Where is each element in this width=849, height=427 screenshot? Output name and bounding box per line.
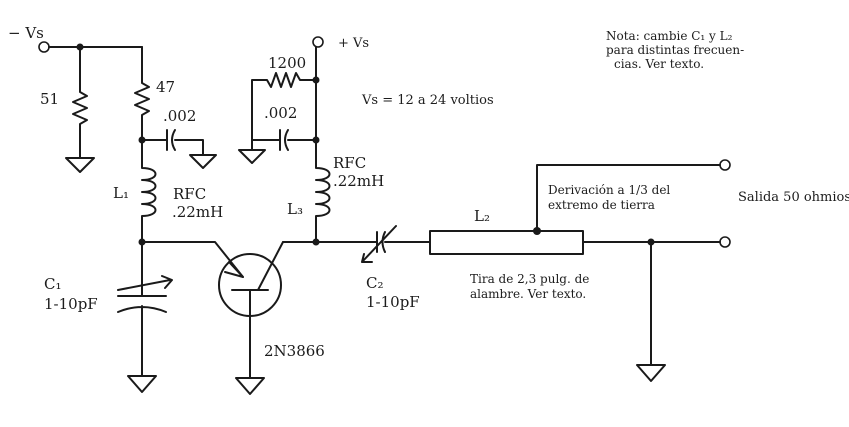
ground-symbol [127, 375, 157, 393]
inductor-l2-strip [429, 230, 584, 255]
resistor-1200 [251, 72, 317, 141]
capacitor-c2-variable [361, 225, 431, 263]
capacitor-002-left [141, 129, 204, 156]
ground-symbol [65, 157, 95, 173]
capacitor-002-left-label: .002 [163, 107, 197, 125]
resistor-47-label: 47 [156, 78, 176, 96]
note-line2: para distintas frecuen- [606, 43, 745, 57]
capacitor-c2-name-label: C₂ [366, 274, 384, 292]
ground-symbol [238, 139, 266, 164]
rfc3-name-label: RFC [333, 154, 367, 172]
capacitor-002-right [251, 129, 317, 151]
inductor-l1 [141, 139, 157, 243]
output-terminal-bottom [719, 236, 731, 248]
rfc3-value-label: .22mH [333, 172, 385, 190]
ground-symbol [189, 154, 217, 169]
output-terminal-top [719, 159, 731, 171]
inductor-l3-label: L₃ [287, 200, 303, 218]
note-line1: Nota: cambie C₁ y L₂ [606, 29, 733, 43]
tap-note-line2: extremo de tierra [548, 198, 655, 212]
rfc1-value-label: .22mH [172, 203, 224, 221]
supply-range-label: Vs = 12 a 24 voltios [362, 93, 494, 108]
capacitor-c1-value-label: 1-10pF [44, 295, 98, 313]
capacitor-c2-value-label: 1-10pF [366, 293, 420, 311]
tap-note-line1: Derivación a 1/3 del [548, 183, 671, 197]
resistor-47 [134, 46, 150, 141]
inductor-l3 [315, 139, 331, 243]
output-label: Salida 50 ohmios [738, 190, 849, 205]
strip-note-line1: Tira de 2,3 pulg. de [470, 272, 590, 286]
strip-note-line2: alambre. Ver texto. [470, 287, 587, 301]
vs-terminal-top [312, 36, 324, 48]
resistor-1200-label: 1200 [268, 54, 307, 72]
rfc1-name-label: RFC [173, 185, 207, 203]
capacitor-c1-variable [117, 275, 173, 377]
transistor-label: 2N3866 [264, 342, 325, 360]
vs-top-label: + Vs [338, 36, 370, 51]
ground-symbol [235, 377, 265, 395]
tap-wire [536, 164, 721, 232]
transistor-body [231, 241, 284, 379]
inductor-l1-label: L₁ [113, 184, 129, 202]
emitter-arrow [224, 261, 244, 278]
emitter-wire [141, 241, 244, 278]
note-line3: cias. Ver texto. [614, 57, 705, 71]
capacitor-002-right-label: .002 [264, 104, 298, 122]
vs-terminal-left [38, 41, 50, 53]
inductor-l2-label: L₂ [474, 207, 490, 225]
resistor-51-label: 51 [40, 90, 60, 108]
resistor-51 [72, 46, 88, 159]
vs-left-label: − Vs [8, 24, 44, 42]
ground-symbol [636, 241, 666, 382]
capacitor-c1-name-label: C₁ [44, 275, 62, 293]
